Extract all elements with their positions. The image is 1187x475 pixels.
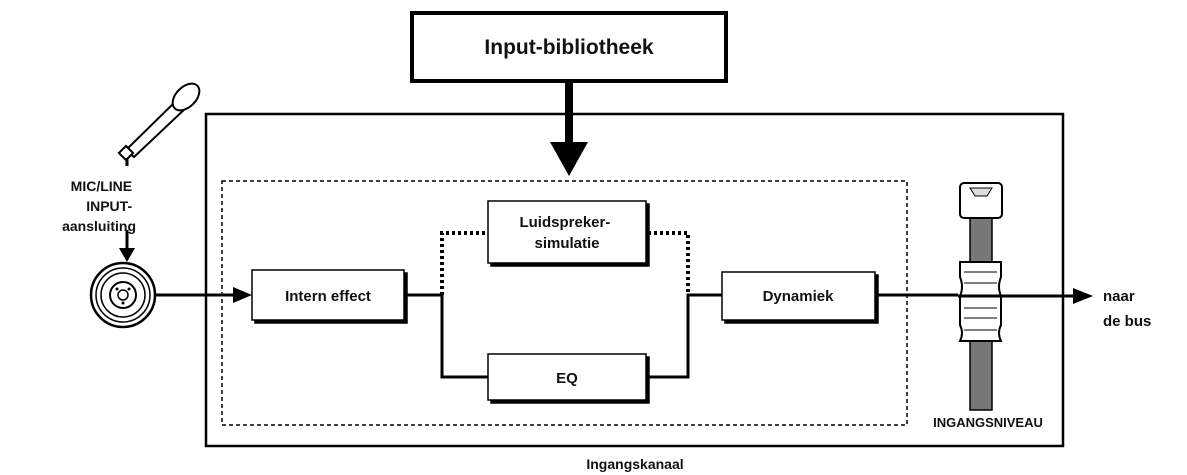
output-arrow (1003, 288, 1093, 304)
output-label: naar de bus (1103, 288, 1151, 330)
intern-effect-block: Intern effect (251, 269, 405, 321)
library-arrow (550, 81, 588, 176)
jack-label: MIC/LINE INPUT- aansluiting (62, 178, 136, 234)
eq-block: EQ (487, 353, 647, 401)
input-channel-label: Ingangskanaal (586, 456, 683, 472)
dynamics-block: Dynamiek (721, 271, 876, 321)
input-library-label: Input-bibliotheek (484, 36, 653, 59)
eq-label: EQ (556, 370, 578, 387)
mic-to-jack-arrow (119, 158, 135, 262)
speaker-simulation-label: Luidspreker- simulatie (519, 214, 614, 252)
dynamics-label: Dynamiek (763, 288, 835, 305)
speaker-simulation-block: Luidspreker- simulatie (487, 200, 647, 264)
processing-area-dashed (221, 180, 908, 426)
signal-lines (406, 231, 958, 379)
input-level-fader (958, 182, 1003, 411)
microphone-icon (117, 82, 201, 162)
input-level-label: INGANGSNIVEAU (933, 415, 1043, 430)
intern-effect-label: Intern effect (285, 288, 371, 305)
input-library-box: Input-bibliotheek (410, 11, 728, 83)
jack-to-effect-arrow (155, 287, 252, 303)
xlr-combo-jack-icon (89, 261, 157, 329)
input-channel-frame (204, 112, 1065, 448)
